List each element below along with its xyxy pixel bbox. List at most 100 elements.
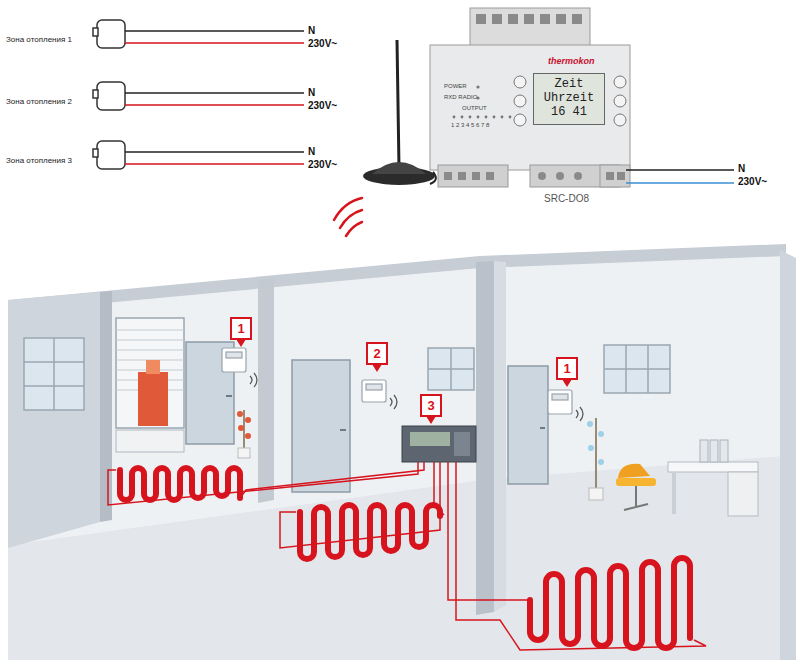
terminal-screw <box>572 14 582 24</box>
zone-actuator <box>93 20 125 169</box>
controller-panel <box>402 426 476 462</box>
building-outside <box>146 360 160 374</box>
antenna <box>397 40 399 168</box>
chair <box>624 504 648 510</box>
status-led <box>485 116 488 119</box>
wall <box>258 279 274 503</box>
zone-actuator <box>93 149 98 157</box>
thermostat <box>552 394 568 400</box>
terminal-screw <box>524 14 534 24</box>
supply-wire <box>626 170 734 183</box>
zone-actuator <box>93 90 98 98</box>
status-led <box>509 116 512 119</box>
callout-text: 3 <box>427 398 434 413</box>
thermostat <box>222 348 246 372</box>
zone-label: Зона отопления 1 <box>6 35 72 44</box>
building-outside <box>138 372 168 426</box>
status-led <box>476 85 479 88</box>
terminal-screw <box>486 172 494 180</box>
neutral-wire <box>125 30 304 32</box>
radio-wave <box>254 373 257 387</box>
heating-loop <box>120 468 690 648</box>
wall <box>476 261 494 615</box>
status-led <box>493 116 496 119</box>
display-text: Uhrzeit <box>538 91 600 105</box>
door-handle <box>226 395 232 397</box>
supply-wire <box>626 182 734 184</box>
door-handle <box>540 427 545 429</box>
phase-wire <box>125 42 304 44</box>
building-outside <box>138 360 168 426</box>
desk <box>700 440 708 462</box>
display-text: Zeit <box>538 77 600 91</box>
radio-wave <box>394 395 397 409</box>
thermostat <box>226 352 242 358</box>
device-name: SRC-DO8 <box>544 193 589 205</box>
phase-wire <box>125 163 304 165</box>
plant <box>588 445 594 451</box>
supply-wire <box>626 169 734 171</box>
radio-wave <box>580 407 583 421</box>
desk <box>720 440 728 462</box>
text-group: 1 <box>237 321 244 336</box>
callout-pointer <box>236 339 246 347</box>
terminal-screw <box>617 172 625 180</box>
control-button <box>614 76 626 88</box>
thermostat <box>366 384 382 390</box>
zone-actuator <box>93 28 98 36</box>
status-led <box>461 116 464 119</box>
neutral-wire <box>125 92 304 94</box>
wall <box>780 250 796 660</box>
feed-line <box>448 462 530 600</box>
output-numbers: 1 2 3 4 5 6 7 8 <box>451 122 489 129</box>
callout-pointer <box>372 364 382 372</box>
text-group: 1 <box>563 361 570 376</box>
controller-panel <box>402 426 476 462</box>
antenna <box>430 172 436 184</box>
status-led <box>453 85 512 118</box>
door-handle <box>340 429 346 431</box>
wall <box>8 244 786 312</box>
chair <box>618 464 650 478</box>
feed-line <box>240 462 424 498</box>
terminal-screw <box>444 14 625 180</box>
plant <box>595 418 597 490</box>
window <box>428 348 474 390</box>
control-button <box>514 76 526 88</box>
zone-label: Зона отопления 3 <box>6 156 72 165</box>
status-led <box>469 116 472 119</box>
terminal-screw <box>556 14 566 24</box>
window <box>604 368 670 370</box>
phase-wire <box>125 43 304 164</box>
wall <box>494 261 506 612</box>
status-led <box>477 116 480 119</box>
thermostat <box>548 390 572 414</box>
zone-actuator <box>97 141 125 169</box>
controller-panel <box>410 432 450 446</box>
desk <box>668 462 758 472</box>
controller-housing <box>430 8 630 187</box>
plant <box>238 448 250 458</box>
callout-pointer <box>426 416 436 424</box>
radio-wave <box>250 376 252 384</box>
desk <box>672 472 676 514</box>
heating-loop <box>300 505 440 559</box>
window-blind <box>116 330 184 331</box>
plant <box>245 433 251 439</box>
voltage-label: 230V~ <box>738 176 767 188</box>
lcd-display: ZeitUhrzeit16 41 <box>533 73 605 125</box>
thermostat <box>222 348 572 414</box>
wire-label: N <box>308 25 315 37</box>
terminal-screw <box>492 14 502 24</box>
callout-number: 1 <box>230 317 252 340</box>
terminal-screw <box>508 14 518 24</box>
callout-number: 3 <box>420 394 442 417</box>
controller-housing <box>470 8 590 48</box>
phase-wire <box>125 104 304 106</box>
control-button <box>514 114 526 126</box>
radiator <box>116 430 184 452</box>
radio-wave <box>576 410 578 418</box>
plant <box>589 488 603 500</box>
